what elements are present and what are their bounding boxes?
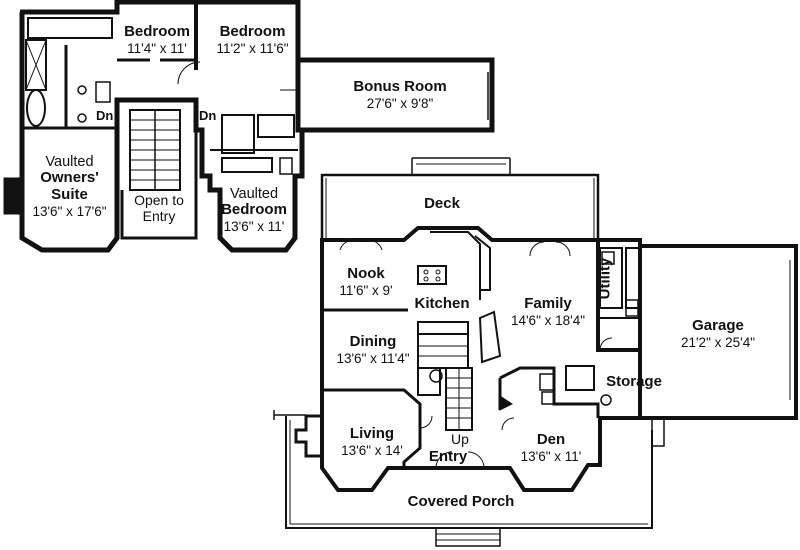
room-dimensions: 13'6" x 17'6" xyxy=(32,203,107,219)
room-dimensions: 11'4" x 11' xyxy=(127,40,187,56)
room-dimensions: 11'2" x 11'6" xyxy=(216,40,289,56)
room-dining: Dining 13'6" x 11'4" xyxy=(328,333,418,366)
upper-floor-walls xyxy=(3,0,305,253)
room-name-line1: Owners' xyxy=(40,169,99,187)
room-garage: Garage 21'2" x 25'4" xyxy=(668,317,768,350)
open-to-line1: Open to xyxy=(134,192,184,208)
room-dimensions: 13'6" x 11' xyxy=(223,219,285,235)
room-name: Dining xyxy=(349,333,397,350)
open-to-entry-label: Open to Entry xyxy=(122,192,196,224)
stair-down-left-label: Dn xyxy=(96,108,114,123)
room-dimensions: 14'6" x 18'4" xyxy=(510,312,586,328)
room-entry: Entry xyxy=(420,448,476,466)
stair-up-label: Up xyxy=(444,431,476,448)
room-name: Kitchen xyxy=(414,295,470,312)
room-name: Bedroom xyxy=(221,201,287,219)
room-storage: Storage xyxy=(600,373,668,391)
stair-down-right-label: Dn xyxy=(199,108,217,123)
main-floor-walls xyxy=(273,157,798,547)
room-dimensions: 13'6" x 11'4" xyxy=(336,350,410,366)
open-to-line2: Entry xyxy=(142,207,176,224)
room-name: Storage xyxy=(606,373,662,390)
room-vaulted-bedroom: Vaulted Bedroom 13'6" x 11' xyxy=(206,186,302,234)
room-name: Bedroom xyxy=(124,23,190,40)
room-name: Bonus Room xyxy=(353,78,447,95)
room-living: Living 13'6" x 14' xyxy=(332,425,412,458)
room-vault-note: Vaulted xyxy=(229,186,279,202)
stair-up-text: Up xyxy=(451,431,469,447)
room-dimensions: 13'6" x 11' xyxy=(520,448,582,464)
room-dimensions: 13'6" x 14' xyxy=(341,442,403,458)
room-family: Family 14'6" x 18'4" xyxy=(498,295,598,328)
room-bedroom-right: Bedroom 11'2" x 11'6" xyxy=(205,23,300,56)
room-name-line2: Suite xyxy=(51,186,88,204)
room-bedroom-left: Bedroom 11'4" x 11' xyxy=(112,23,202,56)
covered-porch-label: Covered Porch xyxy=(396,493,526,511)
room-name: Family xyxy=(524,295,572,312)
room-name: Garage xyxy=(692,317,744,334)
room-nook: Nook 11'6" x 9' xyxy=(330,265,402,298)
room-bonus-room: Bonus Room 27'6" x 9'8" xyxy=(330,78,470,111)
room-owners-suite: Vaulted Owners' Suite 13'6" x 17'6" xyxy=(22,154,117,219)
room-den: Den 13'6" x 11' xyxy=(516,431,586,464)
room-dimensions: 11'6" x 9' xyxy=(339,282,393,298)
porch-name: Covered Porch xyxy=(407,493,515,510)
deck-label: Deck xyxy=(400,195,484,213)
room-vault-note: Vaulted xyxy=(45,154,94,170)
room-utility: Utility xyxy=(596,257,614,300)
room-name: Den xyxy=(536,431,566,448)
room-name: Bedroom xyxy=(219,23,286,40)
room-kitchen: Kitchen xyxy=(404,295,480,313)
bonus-room-walls xyxy=(298,57,495,133)
room-dimensions: 27'6" x 9'8" xyxy=(366,95,434,111)
deck-name: Deck xyxy=(424,195,460,212)
room-name: Entry xyxy=(428,448,468,465)
room-dimensions: 21'2" x 25'4" xyxy=(680,334,756,350)
room-name: Living xyxy=(349,425,395,442)
room-name: Nook xyxy=(347,265,385,282)
